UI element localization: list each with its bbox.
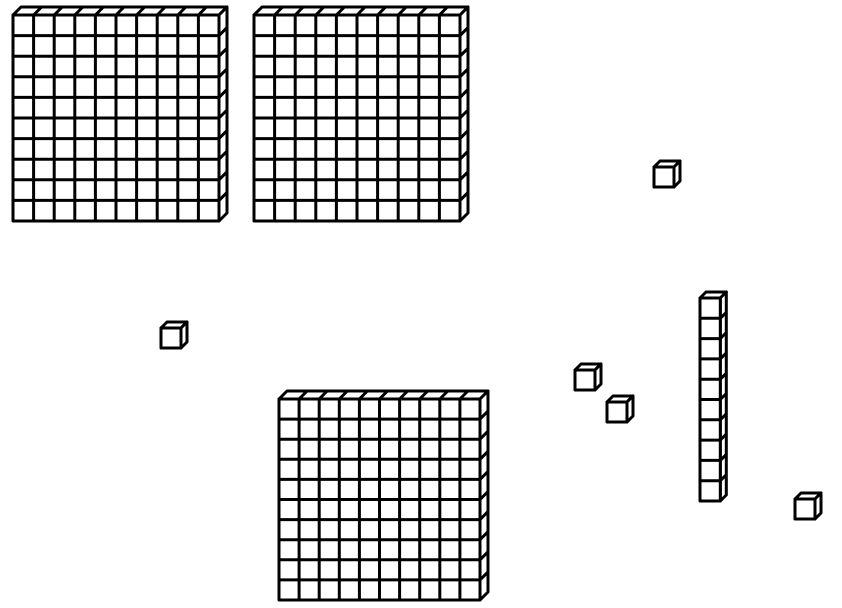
block-front-face	[575, 370, 595, 390]
block-front-face	[654, 167, 674, 187]
block-front-face	[795, 499, 815, 519]
hundred-flat-2	[254, 7, 468, 221]
unit-cube-9	[795, 493, 821, 519]
unit-cube-7	[575, 364, 601, 390]
unit-cube-5	[654, 161, 680, 187]
block-front-face	[607, 402, 627, 422]
unit-cube-8	[607, 396, 633, 422]
hundred-flat-1	[13, 7, 227, 221]
ten-rod-4	[700, 292, 726, 501]
block-front-face	[161, 328, 181, 348]
hundred-flat-3	[279, 391, 488, 600]
unit-cube-6	[161, 322, 187, 348]
